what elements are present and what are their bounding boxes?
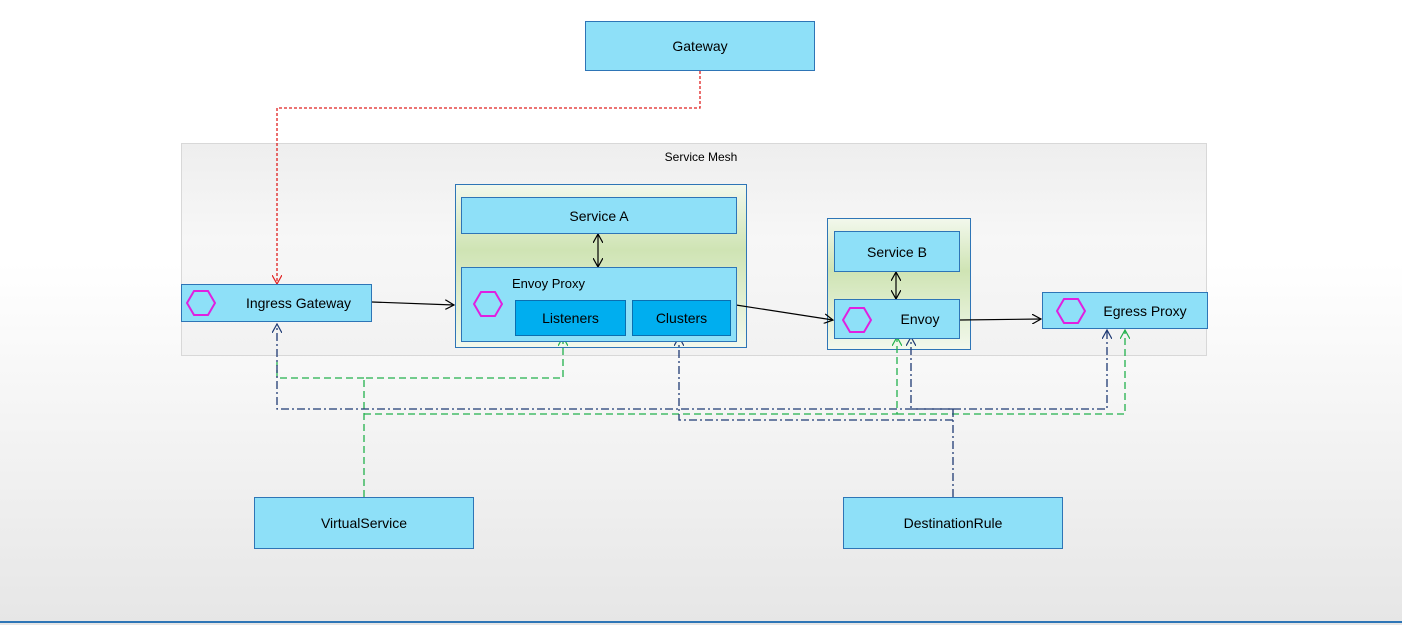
- gateway-label: Gateway: [672, 38, 728, 54]
- destinationrule-links: [277, 324, 1107, 497]
- destinationrule-box: DestinationRule: [843, 497, 1063, 549]
- hexagon-icon: [186, 290, 216, 316]
- egress-proxy-label: Egress Proxy: [1103, 302, 1187, 319]
- hexagon-icon: [473, 291, 503, 317]
- hexagon-icon: [1056, 298, 1086, 324]
- destinationrule-label: DestinationRule: [903, 515, 1003, 531]
- hexagon-icon: [842, 307, 872, 333]
- gateway-box: Gateway: [585, 21, 815, 71]
- service-a-label: Service A: [569, 207, 629, 224]
- clusters-label: Clusters: [655, 310, 708, 326]
- envoy-label: Envoy: [900, 311, 940, 327]
- service-b-label: Service B: [867, 243, 927, 260]
- envoy-proxy-label: Envoy Proxy: [512, 276, 585, 291]
- clusters-box: Clusters: [632, 300, 731, 336]
- service-a-box: Service A: [461, 197, 737, 234]
- envoy-proxy-to-envoy-arrow: [735, 304, 833, 320]
- gateway-to-ingress-link: [277, 71, 701, 284]
- ingress-to-envoy-proxy-arrow: [371, 302, 454, 305]
- listeners-label: Listeners: [542, 310, 599, 326]
- virtualservice-label: VirtualService: [320, 515, 408, 531]
- ingress-gateway-box: Ingress Gateway: [181, 284, 372, 322]
- envoy-to-egress-arrow: [959, 319, 1041, 320]
- virtualservice-box: VirtualService: [254, 497, 474, 549]
- footer-rule: [0, 621, 1402, 623]
- listeners-box: Listeners: [515, 300, 626, 336]
- virtualservice-links: [276, 330, 1125, 497]
- service-b-box: Service B: [834, 231, 960, 272]
- ingress-gateway-label: Ingress Gateway: [245, 295, 352, 311]
- service-mesh-label: Service Mesh: [664, 150, 738, 164]
